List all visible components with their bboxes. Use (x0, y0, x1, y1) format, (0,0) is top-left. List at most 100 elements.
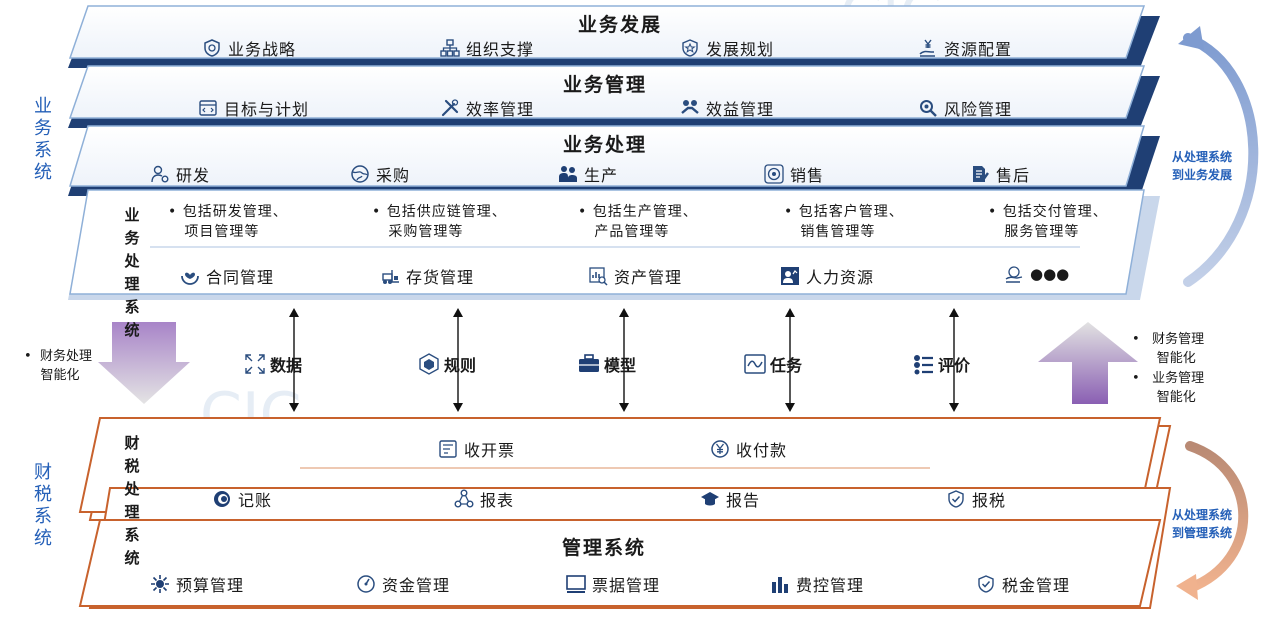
bullet-rd: • 包括研发管理、 项目管理等 (168, 204, 288, 240)
connector-label: 评价 (938, 356, 971, 375)
bullet-line: 服务管理等 (1004, 224, 1080, 240)
tax-item-filing: 报税 (946, 487, 1006, 511)
code-window-icon (198, 98, 218, 118)
item-label: 效率管理 (466, 100, 535, 119)
layer-item-benefit: 效益管理 (680, 96, 774, 120)
document-edit-icon (970, 164, 990, 184)
shield-check-icon (976, 574, 996, 594)
item-label: 资产管理 (614, 268, 683, 287)
item-label: 存货管理 (406, 268, 475, 287)
virus-icon (150, 574, 170, 594)
item-label: 风险管理 (944, 100, 1013, 119)
item-label: 组织支撑 (466, 40, 535, 59)
connector-evaluation: 评价 (912, 352, 970, 376)
tax-item-bookkeeping: 记账 (212, 487, 272, 511)
magnifier-gear-icon (918, 98, 938, 118)
item-label: 票据管理 (592, 576, 661, 595)
layer-item-risk: 风险管理 (918, 96, 1012, 120)
item-label: 预算管理 (176, 576, 245, 595)
left-arrow-note: • 财务处理 智能化 (24, 349, 92, 383)
bullet-line: 包括客户管理、 (798, 204, 904, 220)
invoice-icon (438, 439, 458, 459)
item-label: 资金管理 (382, 576, 451, 595)
item-label: 业务战略 (228, 40, 297, 59)
note-line: 智能化 (1156, 390, 1196, 405)
bullet-line: 包括研发管理、 (182, 204, 288, 220)
note-line: 到管理系统 (1172, 526, 1233, 540)
connector-label: 模型 (604, 356, 637, 375)
bullet-sales: • 包括客户管理、 销售管理等 (784, 204, 904, 240)
item-label: 采购 (376, 166, 411, 185)
sliders-icon (912, 353, 934, 375)
item-label: 合同管理 (206, 268, 275, 287)
layer-item-goal: 目标与计划 (198, 96, 309, 120)
bps-item-hr: 人力资源 (780, 264, 874, 288)
hand-coin-icon (1004, 264, 1024, 284)
right-arrow-note-finance: • 财务管理 智能化 (1132, 332, 1205, 366)
layer-item-org: 组织支撑 (440, 36, 534, 60)
note-line: 到业务发展 (1172, 168, 1233, 182)
layer-item-efficiency: 效率管理 (440, 96, 534, 120)
shield-check-icon (946, 489, 966, 509)
yen-circle-icon (710, 439, 730, 459)
note-line: 财务处理 (39, 349, 92, 364)
item-label: 效益管理 (706, 100, 775, 119)
toolbox-icon (578, 353, 600, 375)
business-processing-title: 业务处理 (562, 134, 647, 156)
layer-item-sales: 销售 (764, 162, 824, 186)
note-line: 智能化 (40, 368, 80, 383)
bullet-line: 包括供应链管理、 (386, 204, 507, 220)
layer-item-plan: 发展规划 (680, 36, 774, 60)
yen-hand-icon (918, 38, 938, 58)
monitor-icon (566, 574, 586, 594)
connector-task: 任务 (744, 352, 802, 376)
bullet-line: 销售管理等 (800, 224, 876, 240)
business-development-title: 业务发展 (577, 14, 662, 36)
layer-item-production: 生产 (558, 162, 618, 186)
item-label: 目标与计划 (224, 100, 310, 119)
tools-icon (440, 98, 460, 118)
bullet-line: 包括生产管理、 (592, 204, 698, 220)
bullet-line: 包括交付管理、 (1002, 204, 1108, 220)
mgmt-item-fund: 资金管理 (356, 572, 450, 596)
item-label: 记账 (238, 491, 273, 510)
bullet-line: 项目管理等 (184, 224, 260, 240)
layer-item-rd: 研发 (150, 162, 210, 186)
mgmt-item-tax: 税金管理 (976, 572, 1070, 596)
tax-item-statement: 报表 (454, 487, 514, 511)
tax-item-invoice: 收开票 (438, 437, 515, 461)
right-arrow-note-business: • 业务管理 智能化 (1132, 371, 1205, 405)
item-label: 资源配置 (944, 40, 1013, 59)
item-label: 发展规划 (706, 40, 775, 59)
item-label: 售后 (996, 166, 1031, 185)
star-badge-icon (680, 38, 700, 58)
rule-cube-icon (418, 353, 440, 375)
hands-heart-icon (180, 266, 200, 286)
note-line: 业务管理 (1152, 371, 1205, 386)
bullet-line: 产品管理等 (594, 224, 670, 240)
bullet-production: • 包括生产管理、 产品管理等 (578, 204, 698, 240)
target-icon (764, 164, 784, 184)
bars-icon (770, 574, 790, 594)
cycle-top-note: 从处理系统到业务发展 (1172, 148, 1232, 184)
item-label: 报税 (972, 491, 1007, 510)
item-label: 税金管理 (1002, 576, 1071, 595)
people-chart-icon (780, 266, 800, 286)
bps-item-contract: 合同管理 (180, 264, 274, 288)
item-label: 收付款 (736, 441, 788, 460)
management-system-title: 管理系统 (561, 537, 646, 559)
mgmt-item-bill: 票据管理 (566, 572, 660, 596)
gauge-icon (356, 574, 376, 594)
connector-rules: 规则 (418, 352, 476, 376)
workers-icon (558, 164, 578, 184)
connector-model: 模型 (578, 352, 636, 376)
cycle-bottom-note: 从处理系统到管理系统 (1172, 506, 1232, 542)
note-line: 从处理系统 (1172, 150, 1233, 164)
org-chart-icon (440, 38, 460, 58)
user-gear-icon (150, 164, 170, 184)
bullet-delivery: • 包括交付管理、 服务管理等 (988, 204, 1108, 240)
bps-item-asset: 资产管理 (588, 264, 682, 288)
item-label: 报告 (726, 491, 761, 510)
business-system-side-label: 业务系统 (31, 96, 52, 184)
connector-label: 规则 (444, 356, 477, 375)
